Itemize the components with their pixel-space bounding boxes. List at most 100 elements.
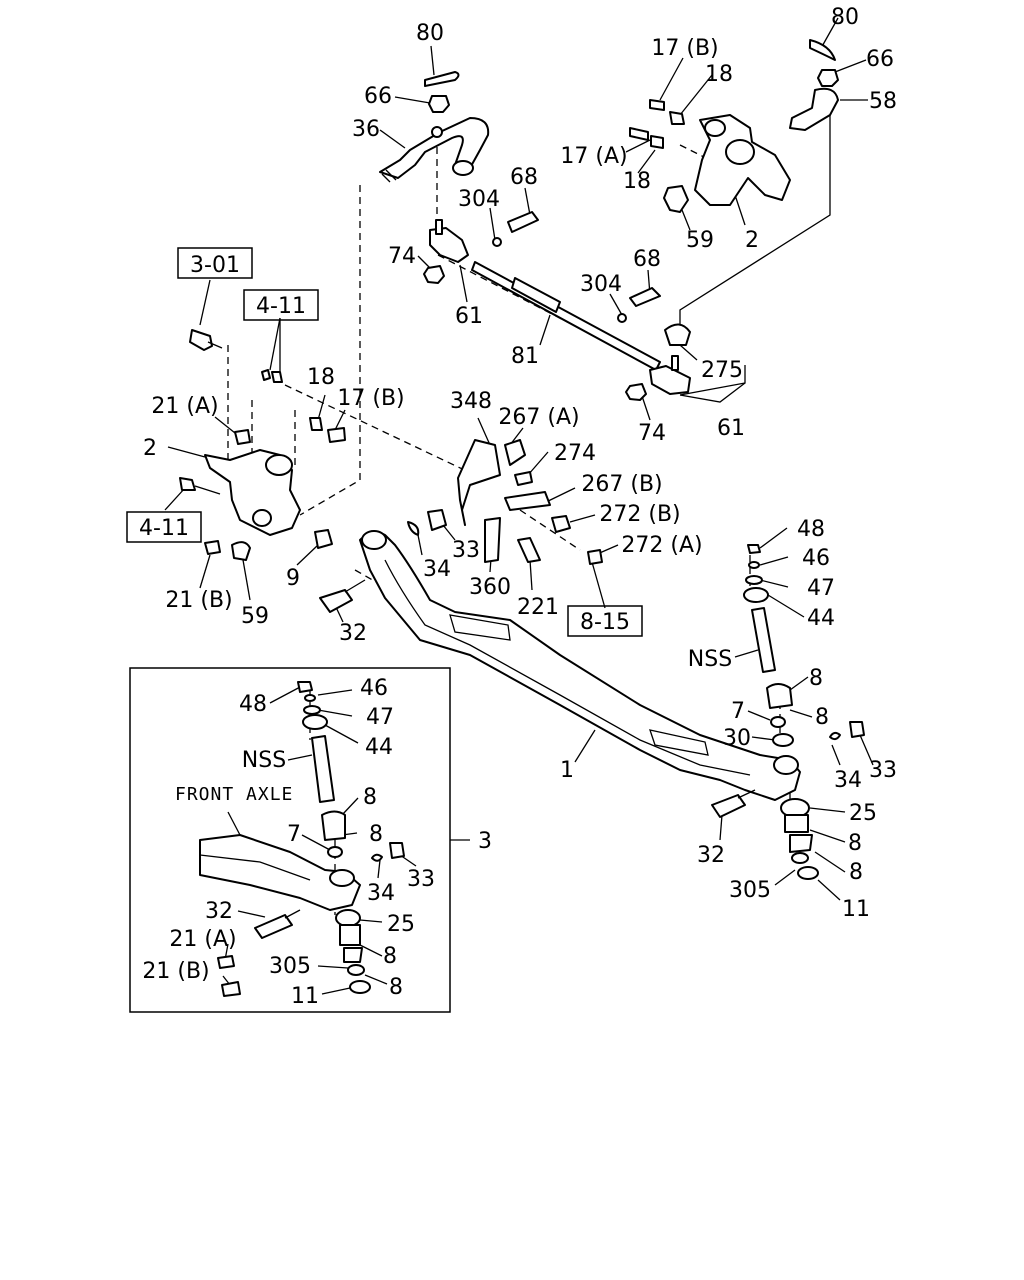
callout-nss-inset: NSS	[242, 748, 286, 773]
callout-nss-right: NSS	[688, 647, 732, 672]
callout-9: 9	[286, 566, 300, 591]
ref-box-4-11-top-frame	[243, 289, 319, 321]
callout-17a-top: 17 (A)	[560, 144, 627, 169]
kingpin-stack-right	[743, 544, 865, 880]
tie-rod-assembly	[423, 211, 691, 401]
callout-8-b: 8	[815, 705, 829, 730]
callout-305-right: 305	[729, 878, 771, 903]
callout-272a: 272 (A)	[621, 533, 702, 558]
callout-68-top: 68	[510, 165, 538, 190]
steering-knuckle-right	[629, 39, 839, 213]
callout-68-mid: 68	[633, 247, 661, 272]
callout-47-inset: 47	[366, 705, 394, 730]
callout-8-g: 8	[383, 944, 397, 969]
callout-81: 81	[511, 344, 539, 369]
callout-267a: 267 (A)	[498, 405, 579, 430]
callout-21a-inset: 21 (A)	[169, 927, 236, 952]
callout-30: 30	[723, 726, 751, 751]
callout-274: 274	[554, 441, 596, 466]
bracket-hardware	[407, 439, 603, 565]
callout-17b-mid: 17 (B)	[337, 386, 404, 411]
ref-box-4-11-bottom-frame	[126, 511, 202, 543]
callout-25-inset: 25	[387, 912, 415, 937]
callout-labels: 80 66 36 17 (B) 18 80 66 58 17 (A) 18 59…	[142, 5, 897, 1009]
callout-275: 275	[701, 358, 743, 383]
callout-7-right: 7	[731, 699, 745, 724]
steering-arm-assembly	[379, 71, 490, 183]
callout-7-inset: 7	[287, 822, 301, 847]
callout-2-left: 2	[143, 436, 157, 461]
callout-46-inset: 46	[360, 676, 388, 701]
callout-21b: 21 (B)	[165, 588, 232, 613]
callout-48-right: 48	[797, 517, 825, 542]
callout-348: 348	[450, 389, 492, 414]
callout-3: 3	[478, 829, 492, 854]
callout-59-top: 59	[686, 228, 714, 253]
callout-267b: 267 (B)	[581, 472, 662, 497]
callout-80-right: 80	[831, 5, 859, 30]
ref-box-4-11-top-label: 4-11	[256, 294, 306, 319]
callout-74-top: 74	[388, 244, 416, 269]
ref-box-8-15-label: 8-15	[580, 610, 630, 635]
callout-66-left: 66	[364, 84, 392, 109]
callout-304-mid: 304	[580, 272, 622, 297]
callout-48-inset: 48	[239, 692, 267, 717]
callout-272b: 272 (B)	[599, 502, 680, 527]
ref-box-4-11-bottom-label: 4-11	[139, 516, 189, 541]
callout-32-right: 32	[697, 843, 725, 868]
callout-32-inset: 32	[205, 899, 233, 924]
callout-11-right: 11	[842, 897, 870, 922]
callout-360: 360	[469, 575, 511, 600]
inset-panel	[129, 667, 451, 1013]
callout-8-d: 8	[849, 860, 863, 885]
ref-box-4-11-bottom[interactable]: 4-11	[126, 511, 202, 543]
callout-34-inset: 34	[367, 881, 395, 906]
callout-32-left: 32	[339, 621, 367, 646]
callout-21a: 21 (A)	[151, 394, 218, 419]
axle-beam	[319, 530, 801, 818]
callout-33-inset: 33	[407, 867, 435, 892]
callout-18-left: 18	[307, 365, 335, 390]
callout-44-inset: 44	[365, 735, 393, 760]
callout-11-inset: 11	[291, 984, 319, 1009]
callout-58: 58	[869, 89, 897, 114]
callout-80-left: 80	[416, 21, 444, 46]
callout-8-e: 8	[363, 785, 377, 810]
callout-8-h: 8	[389, 975, 403, 1000]
callout-36: 36	[352, 117, 380, 142]
callout-34-right: 34	[834, 768, 862, 793]
ref-box-3-01[interactable]: 3-01	[177, 247, 253, 279]
callout-47-right: 47	[807, 576, 835, 601]
callout-66-right: 66	[866, 47, 894, 72]
callout-44-right: 44	[807, 606, 835, 631]
callout-18-mid: 18	[623, 169, 651, 194]
callout-18-top: 18	[705, 62, 733, 87]
callout-1: 1	[560, 758, 574, 783]
callout-25-right: 25	[849, 801, 877, 826]
callout-8-a: 8	[809, 666, 823, 691]
callout-8-c: 8	[848, 831, 862, 856]
callout-61-top: 61	[455, 304, 483, 329]
callout-17b-top: 17 (B)	[651, 36, 718, 61]
callout-34-mid: 34	[423, 557, 451, 582]
callout-305-inset: 305	[269, 954, 311, 979]
callout-59-left: 59	[241, 604, 269, 629]
callout-8-f: 8	[369, 822, 383, 847]
callout-33-mid: 33	[452, 538, 480, 563]
callout-2-top: 2	[745, 228, 759, 253]
callout-221: 221	[517, 595, 559, 620]
ref-box-3-01-frame	[177, 247, 253, 279]
callout-304-top: 304	[458, 187, 500, 212]
callout-33-right: 33	[869, 758, 897, 783]
callout-74-mid: 74	[638, 421, 666, 446]
callout-61-mid: 61	[717, 416, 745, 441]
callout-46-right: 46	[802, 546, 830, 571]
inset-caption: FRONT AXLE	[175, 784, 293, 805]
ref-box-8-15-frame	[567, 605, 643, 637]
ref-box-3-01-label: 3-01	[190, 253, 240, 278]
ref-box-4-11-top[interactable]: 4-11	[243, 289, 319, 321]
ref-box-8-15[interactable]: 8-15	[567, 605, 643, 637]
steering-knuckle-left	[179, 329, 346, 561]
callout-21b-inset: 21 (B)	[142, 959, 209, 984]
